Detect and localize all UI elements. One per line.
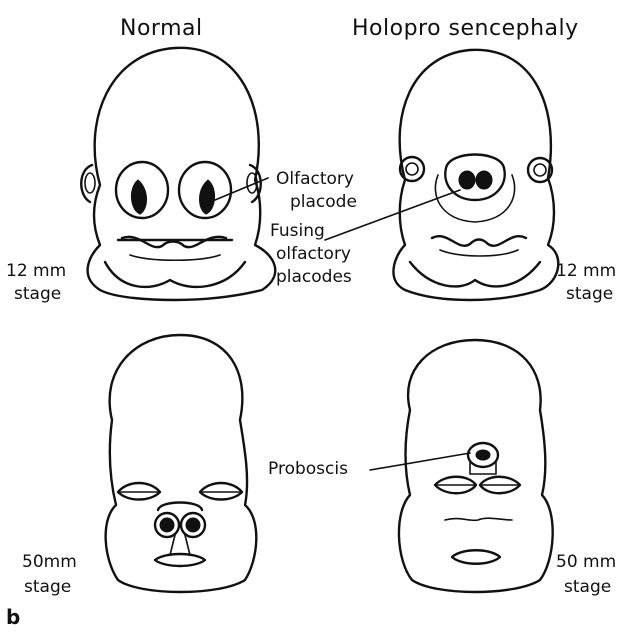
fusing-label-line2: olfactory [276,245,351,265]
header-normal: Normal [120,16,203,41]
stage-top-right-line2: stage [566,285,613,305]
proboscis-leader [370,453,470,470]
stage-bottom-left-line1: 50mm [22,553,77,573]
right-placode [200,180,215,214]
holo-12mm-embryo [393,50,558,300]
stage-bottom-right-line2: stage [564,578,611,598]
panel-letter: b [6,606,20,629]
fusing-label-line1: Fusing [270,222,325,242]
normal-50mm-face [106,335,257,592]
olfactory-label-line2: placode [290,193,357,213]
stage-top-right-line1: 12 mm [556,262,616,282]
normal-12mm-embryo [81,48,275,300]
stage-bottom-left-line2: stage [24,578,71,598]
holo-50mm-face [399,340,553,592]
stage-top-left-line2: stage [14,285,61,305]
stage-top-left-line1: 12 mm [6,262,66,282]
olfactory-label-line1: Olfactory [276,170,354,190]
proboscis-label: Proboscis [268,460,348,480]
header-holoprosencephaly: Holopro sencephaly [352,16,579,41]
left-placode [131,180,146,214]
stage-bottom-right-line1: 50 mm [556,553,616,573]
fusing-label-line3: placodes [276,268,352,288]
